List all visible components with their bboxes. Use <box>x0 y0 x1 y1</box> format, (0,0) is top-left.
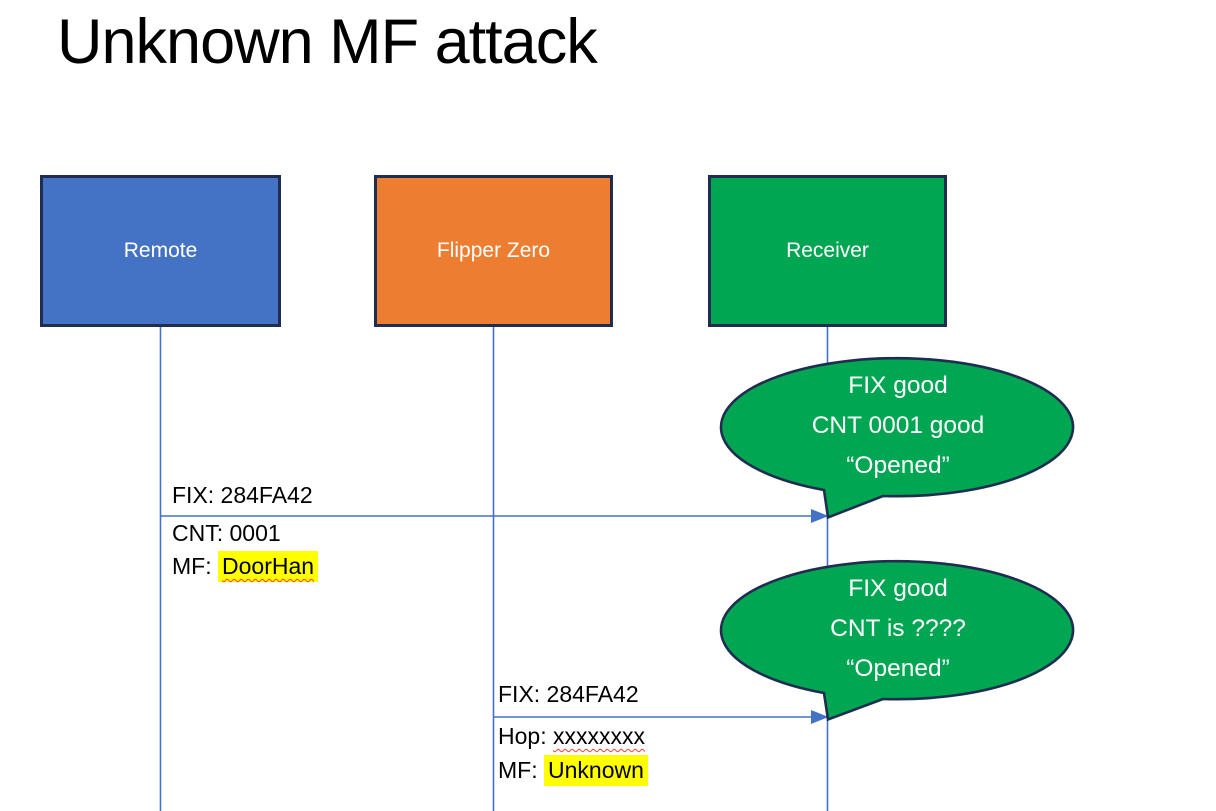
actor-box-flipper-zero: Flipper Zero <box>374 175 613 327</box>
message1-mf-prefix: MF: <box>172 553 218 579</box>
actor-label-flipper-zero: Flipper Zero <box>436 239 551 262</box>
message2-fix-label: FIX: 284FA42 <box>498 681 639 707</box>
callout-bubble-1 <box>719 356 1075 520</box>
message1-mf-value-highlighted: DoorHan <box>218 551 319 582</box>
message2-hop-value: xxxxxxxx <box>552 723 645 749</box>
message2-mf-label: MF: Unknown <box>498 755 648 786</box>
message2-hop-prefix: Hop: <box>498 723 553 749</box>
actor-box-remote: Remote <box>40 175 281 327</box>
arrowhead-icon-2 <box>811 710 829 724</box>
message1-cnt-label: CNT: 0001 <box>172 520 281 546</box>
message1-mf-label: MF: DoorHan <box>172 551 319 582</box>
callout-bubble-2 <box>719 559 1075 722</box>
callout2-line3: “Opened” <box>846 655 950 682</box>
callout2-text: FIX good CNT is ???? “Opened” <box>722 569 1074 689</box>
actor-label-remote: Remote <box>123 239 198 262</box>
message2-mf-value-highlighted: Unknown <box>544 755 648 786</box>
callout1-line3: “Opened” <box>846 452 950 479</box>
callout2-line1: FIX good <box>848 575 948 602</box>
callout1-text: FIX good CNT 0001 good “Opened” <box>722 366 1074 486</box>
message2-hop-label: Hop: xxxxxxxx <box>498 723 645 750</box>
callout2-line2: CNT is ???? <box>830 615 966 642</box>
actor-label-receiver: Receiver <box>786 239 869 262</box>
callout1-line1: FIX good <box>848 372 948 399</box>
page-title: Unknown MF attack <box>57 7 598 77</box>
message1-fix-label: FIX: 284FA42 <box>172 482 313 508</box>
actor-box-receiver: Receiver <box>708 175 947 327</box>
message2-mf-prefix: MF: <box>498 757 544 783</box>
callout1-line2: CNT 0001 good <box>811 412 985 439</box>
arrowhead-icon-1 <box>811 509 829 523</box>
